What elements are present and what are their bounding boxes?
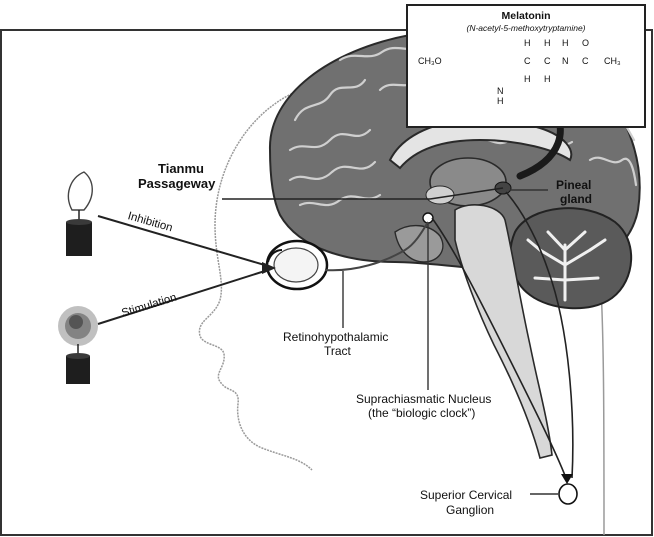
tianmu-label-line2: Passageway xyxy=(138,176,216,191)
atom-h2: H xyxy=(524,74,531,84)
atom-h1: H xyxy=(524,38,531,48)
atom-h-ring: H xyxy=(497,96,504,106)
formula-right: CH₃ xyxy=(604,56,621,66)
melatonin-box: Melatonin (N-acetyl-5-methoxytryptamine) xyxy=(406,4,646,128)
atom-n-amide: N xyxy=(562,56,569,66)
atom-h3: H xyxy=(544,38,551,48)
atom-o-amide: O xyxy=(582,38,590,48)
dark-candle xyxy=(58,306,98,384)
atom-h4: H xyxy=(544,74,551,84)
stimulation-ray xyxy=(97,269,269,325)
lit-candle xyxy=(66,171,93,256)
inhibition-ray xyxy=(97,215,269,267)
tianmu-label-line1: Tianmu xyxy=(158,161,204,176)
scn-label-line1: Suprachiasmatic Nucleus xyxy=(356,392,492,406)
superior-cervical-ganglion xyxy=(558,483,578,505)
suprachiasmatic-nucleus xyxy=(422,212,434,224)
outer-frame xyxy=(0,29,653,536)
third-ventricle xyxy=(425,185,455,205)
ray-arrowhead xyxy=(262,262,276,274)
face-profile xyxy=(198,89,313,471)
pineal-label-line1: Pineal xyxy=(556,178,592,192)
hypothalamus xyxy=(394,225,444,263)
formula-left: CH₃O xyxy=(418,56,442,66)
melatonin-subtitle: (N-acetyl-5-methoxytryptamine) xyxy=(466,23,586,33)
scg-label-line2: Ganglion xyxy=(446,503,495,517)
atom-c3: C xyxy=(582,56,589,66)
pineal-label-line2: gland xyxy=(560,192,592,206)
atom-h5: H xyxy=(562,38,569,48)
pathway-arrowhead xyxy=(561,474,573,484)
cerebellum xyxy=(509,207,633,310)
atom-c2: C xyxy=(544,56,551,66)
cerebellum-arbor xyxy=(526,230,607,302)
melatonin-title: Melatonin xyxy=(501,10,551,22)
sympathetic-pathway-down xyxy=(431,217,567,479)
sympathetic-pathway-up xyxy=(505,191,574,479)
scg-label-line1: Superior Cervical xyxy=(420,488,513,502)
neck-outline xyxy=(599,269,605,536)
eye xyxy=(265,239,329,291)
rht-label-line1: Retinohypothalamic xyxy=(283,330,389,344)
tianmu-path xyxy=(429,187,504,200)
atom-n-ring: N xyxy=(497,86,504,96)
atom-c1: C xyxy=(524,56,531,66)
scn-label-line2: (the “biologic clock”) xyxy=(368,406,476,420)
retinohypothalamic-tract xyxy=(324,221,429,272)
rht-label-line2: Tract xyxy=(324,344,351,358)
